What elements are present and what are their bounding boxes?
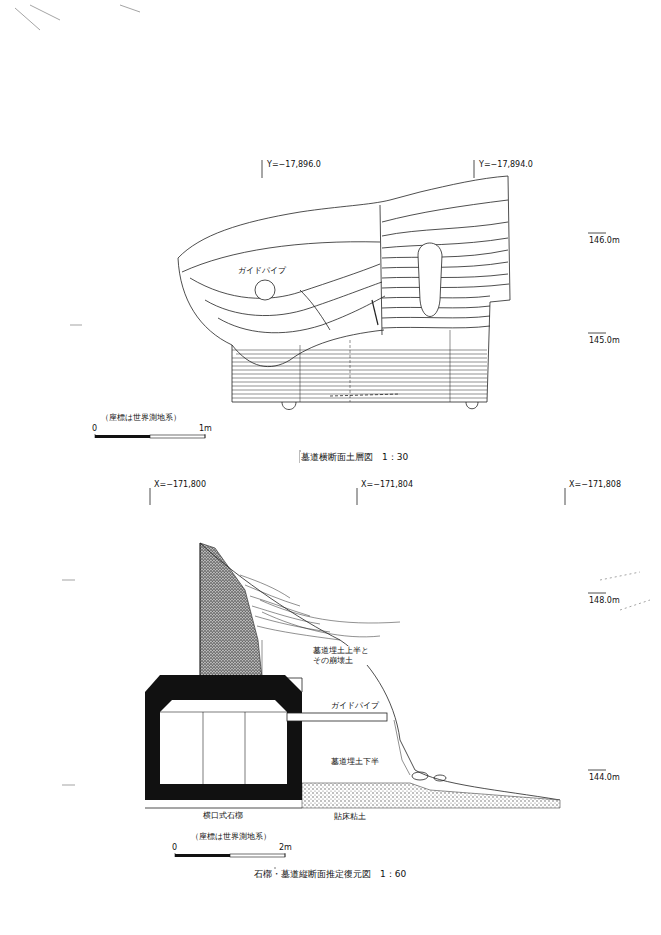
scale-label: 0: [171, 843, 178, 853]
elevation-label: 146.0m: [588, 236, 621, 246]
guide-pipe: [287, 713, 387, 721]
scale-bar: [175, 851, 285, 857]
elevation-label: 144.0m: [588, 773, 621, 783]
coordinate-label: X=−171,808: [568, 480, 622, 490]
figure-caption: 墓道横断面土層図 1：30: [300, 452, 409, 463]
coordinate-label: X=−171,800: [153, 480, 207, 490]
note-label: （座標は世界測地系）: [100, 413, 182, 423]
stone-chamber: [145, 675, 302, 800]
elevation-label: 145.0m: [588, 336, 621, 346]
scale-label: 0: [91, 424, 98, 434]
coordinate-label: X=−171,804: [360, 480, 414, 490]
cross-section: [178, 160, 606, 410]
note-label: （座標は世界測地系）: [190, 832, 272, 842]
scale-bar: [95, 432, 205, 438]
layer-label: 貼床粘土: [333, 812, 367, 822]
coordinate-label: Y=−17,894.0: [478, 160, 534, 170]
part-label: ガイドパイプ: [330, 701, 380, 711]
scale-label: 1m: [198, 424, 213, 434]
coordinate-label: Y=−17,896.0: [266, 160, 322, 170]
elevation-label: 148.0m: [588, 596, 621, 606]
longitudinal-section: [145, 488, 606, 808]
part-label: ガイドパイプ: [237, 266, 287, 276]
figure-caption: 石槨・墓道縦断面推定復元図 1：60: [253, 869, 407, 880]
layer-label: 墓道埋土上半と その崩壊土: [312, 646, 380, 665]
scale-label: 2m: [278, 843, 293, 853]
part-label: 横口式石槨: [202, 811, 244, 821]
page-marks: [15, 5, 650, 785]
layer-label: 墓道埋土下半: [330, 757, 380, 767]
